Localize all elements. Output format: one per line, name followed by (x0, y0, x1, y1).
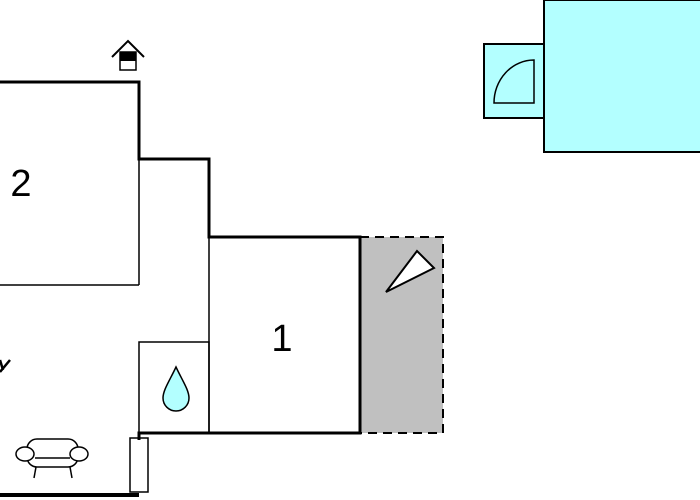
pool (483, 0, 700, 153)
room-label-2: 2 (10, 163, 31, 205)
outer-wall (0, 80, 362, 440)
house-entrance-icon (111, 39, 145, 71)
plant-icon (0, 359, 11, 373)
terrace-triangle-icon (385, 249, 436, 293)
armchair-icon (15, 438, 89, 479)
shower-icon (493, 59, 535, 104)
water-drop-icon (162, 365, 190, 412)
room-label-1: 1 (271, 318, 292, 360)
terrace (359, 236, 444, 434)
wall-cabinet (129, 437, 149, 493)
